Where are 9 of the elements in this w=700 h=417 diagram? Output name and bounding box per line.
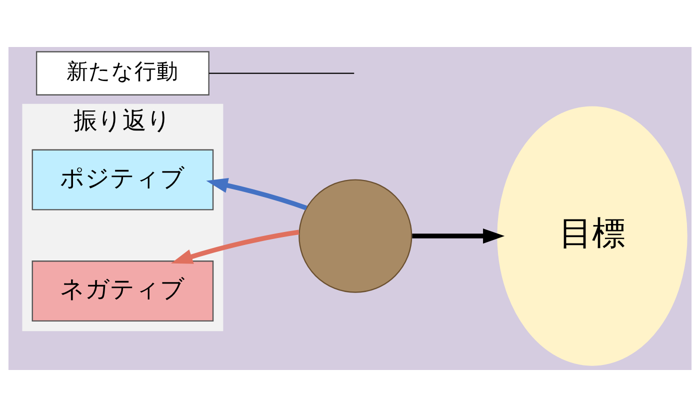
arrow [206,178,308,210]
arrow [171,230,300,264]
node-box: ネガティブ [32,260,214,322]
node-box: 新たな行動 [36,51,210,96]
node-box: ポジティブ [32,149,214,210]
connector [209,72,354,74]
node-ellipse: 目標 [497,106,688,366]
node-circle [298,179,412,293]
arrow [412,228,505,244]
